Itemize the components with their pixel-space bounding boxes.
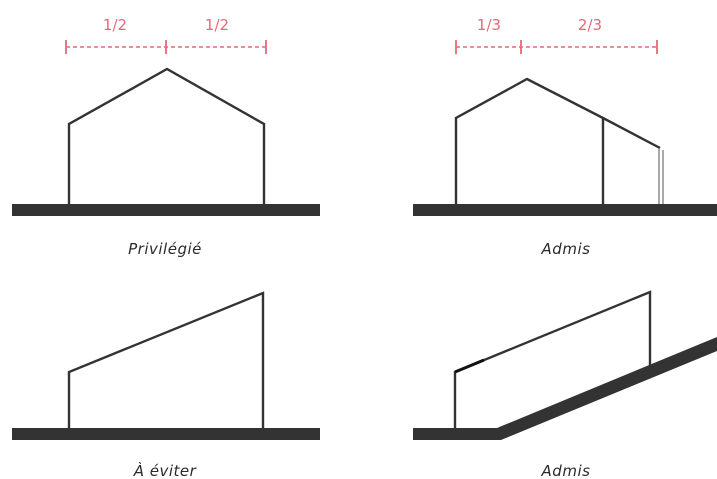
house-outline-hillside [453, 290, 652, 428]
caption-a-eviter: À éviter [133, 461, 197, 479]
ground-line [12, 428, 320, 440]
dimension-line-halves: 1/2 1/2 [65, 16, 267, 54]
caption-privilegie: Privilégié [128, 240, 202, 258]
ground-line [12, 204, 320, 216]
house-outline-single-slope [67, 291, 265, 430]
caption-admis-bottom: Admis [541, 462, 591, 479]
dimension-label-left: 1/2 [103, 16, 127, 34]
dimension-line-thirds: 1/3 2/3 [455, 16, 658, 54]
panel-asymmetric-gable: 1/3 2/3 Admis [413, 16, 717, 258]
panel-symmetric-gable: 1/2 1/2 Privilégié [12, 16, 320, 258]
panel-single-slope-hillside: Admis [413, 290, 717, 479]
ground-line [413, 204, 717, 216]
house-outline-asymmetric-gable [454, 77, 661, 205]
house-outline-symmetric-gable [67, 67, 266, 205]
caption-admis-top: Admis [541, 240, 591, 258]
sloped-ground [413, 337, 717, 440]
panel-single-slope-flat: À éviter [12, 291, 320, 479]
dimension-label-right: 1/2 [205, 16, 229, 34]
dimension-label-right: 2/3 [578, 16, 602, 34]
dimension-label-left: 1/3 [477, 16, 501, 34]
house-roof-edge-accent [454, 358, 485, 374]
